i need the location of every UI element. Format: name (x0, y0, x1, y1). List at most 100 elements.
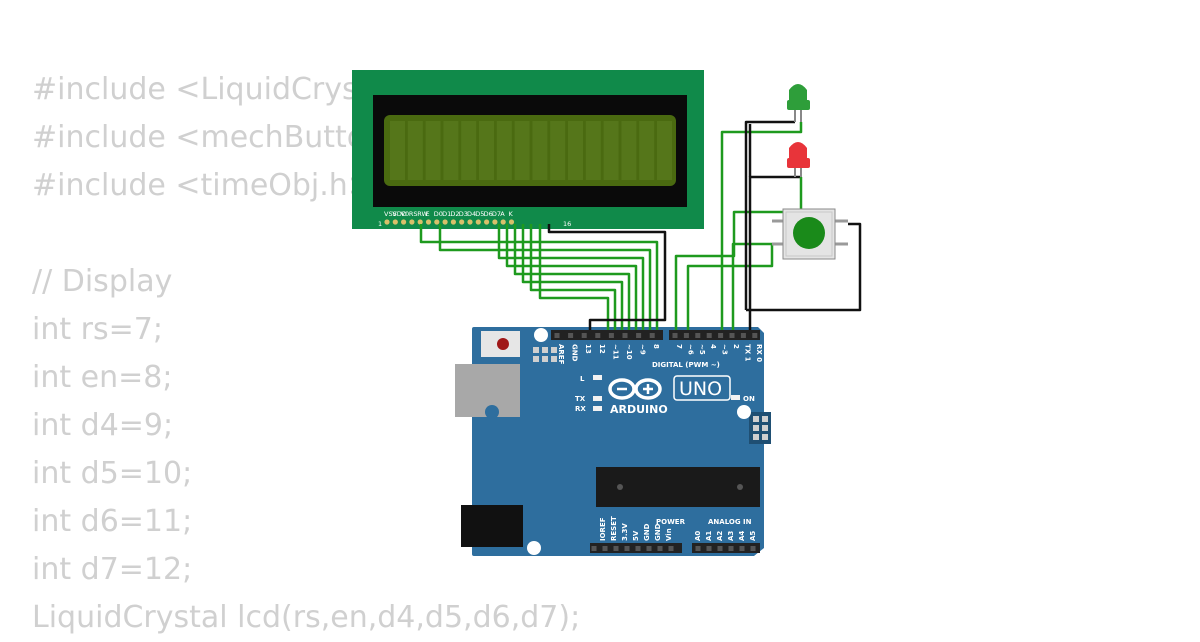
digital-pin[interactable] (649, 333, 655, 338)
analog-pin-label: A0 (694, 531, 702, 541)
digital-pin[interactable] (595, 333, 601, 338)
digital-pin[interactable] (672, 333, 678, 338)
power-pin[interactable] (591, 546, 597, 551)
lcd-pin-label: D3 (459, 210, 468, 218)
analog-pin[interactable] (706, 546, 712, 551)
digital-pin[interactable] (695, 333, 701, 338)
lcd-cell (568, 121, 583, 180)
wire-green[interactable] (674, 210, 784, 330)
lcd-pin[interactable] (500, 219, 506, 225)
digital-pin-label: 7 (675, 344, 683, 349)
lcd-cell (585, 121, 601, 180)
atmega-chip (596, 467, 760, 507)
lcd-pin-label: V0 (401, 210, 410, 218)
power-pin[interactable] (646, 546, 652, 551)
digital-pin-label: RX 0 (755, 344, 763, 362)
analog-pin[interactable] (739, 546, 745, 551)
wire-black[interactable] (744, 120, 795, 310)
digital-pin[interactable] (740, 333, 746, 338)
digital-pin[interactable] (718, 333, 724, 338)
wire-green[interactable] (513, 224, 631, 330)
lcd-pin[interactable] (425, 219, 432, 225)
arduino-logo-icon (608, 378, 662, 400)
analog-pin[interactable] (695, 546, 701, 551)
lcd-pin[interactable] (401, 219, 407, 225)
digital-pin[interactable] (581, 333, 587, 338)
lcd-pin[interactable] (484, 219, 490, 225)
wire-green[interactable] (505, 224, 638, 330)
green-led[interactable] (787, 84, 810, 122)
wire-green[interactable] (731, 242, 784, 330)
wire-black[interactable] (746, 222, 862, 312)
lcd-pin[interactable] (417, 219, 423, 225)
power-jack (461, 505, 523, 547)
lcd-pin[interactable] (384, 219, 390, 225)
digital-pin[interactable] (706, 333, 712, 338)
chip-mark (737, 484, 743, 490)
chip-mark (617, 484, 623, 490)
button-cap (793, 217, 825, 249)
analog-pin[interactable] (750, 546, 756, 551)
wire-green[interactable] (438, 224, 652, 330)
power-pin-label: RESET (610, 516, 618, 541)
analog-pin[interactable] (728, 546, 734, 551)
power-pin[interactable] (635, 546, 641, 551)
lcd-pin[interactable] (409, 219, 415, 225)
digital-pin[interactable] (636, 333, 642, 338)
icsp-pin (753, 434, 759, 440)
lcd-pin[interactable] (508, 219, 515, 225)
analog-pin-label: A5 (749, 531, 757, 541)
digital-pin[interactable] (608, 333, 614, 338)
mount-hole (534, 328, 548, 342)
power-pin[interactable] (613, 546, 619, 551)
digital-pin-label: 13 (584, 344, 592, 354)
digital-header-right (669, 330, 760, 340)
wire-black[interactable] (547, 224, 667, 330)
wire-green[interactable] (720, 122, 803, 330)
reset-button[interactable] (497, 338, 509, 350)
icsp-pin (762, 416, 768, 422)
digital-pin-label: ~10 (625, 344, 633, 360)
digital-pin[interactable] (729, 333, 735, 338)
digital-pin[interactable] (568, 333, 574, 338)
push-button[interactable] (772, 208, 848, 260)
wire-green[interactable] (529, 224, 617, 330)
analog-pin[interactable] (717, 546, 723, 551)
wire-green[interactable] (497, 224, 645, 330)
lcd-pin-label: D1 (442, 210, 451, 218)
analog-pin-label: A4 (738, 531, 746, 541)
power-pin[interactable] (602, 546, 608, 551)
red-led[interactable] (787, 142, 810, 177)
code-line: int d4=9; (32, 408, 174, 443)
uno-badge (673, 375, 731, 401)
lcd-pin[interactable] (434, 219, 440, 225)
wire-green[interactable] (686, 244, 774, 330)
power-pin[interactable] (657, 546, 663, 551)
digital-pin-label: TX 1 (743, 344, 751, 362)
lcd-pin[interactable] (442, 219, 448, 225)
lcd-pin[interactable] (459, 219, 465, 225)
wire-green[interactable] (521, 224, 624, 330)
lcd-pin[interactable] (392, 219, 398, 225)
lcd-pin[interactable] (467, 219, 473, 225)
lcd-pin[interactable] (475, 219, 481, 225)
digital-header-label: DIGITAL (PWM ~) (652, 361, 720, 369)
digital-pin-label: 4 (709, 344, 717, 349)
digital-pin[interactable] (622, 333, 628, 338)
power-pin[interactable] (668, 546, 674, 551)
lcd-pin[interactable] (450, 219, 456, 225)
wire-green[interactable] (538, 224, 610, 330)
mount-hole-hidden (485, 405, 499, 419)
digital-pin[interactable] (752, 333, 758, 338)
digital-pin[interactable] (683, 333, 689, 338)
digital-pin[interactable] (554, 333, 560, 338)
digital-pin-label: ~3 (721, 344, 729, 355)
lcd-cell (621, 121, 637, 180)
digital-pin-label: ~6 (686, 344, 694, 355)
lcd-pin[interactable] (492, 219, 498, 225)
power-pin[interactable] (624, 546, 630, 551)
lcd-character-cells (390, 121, 672, 180)
